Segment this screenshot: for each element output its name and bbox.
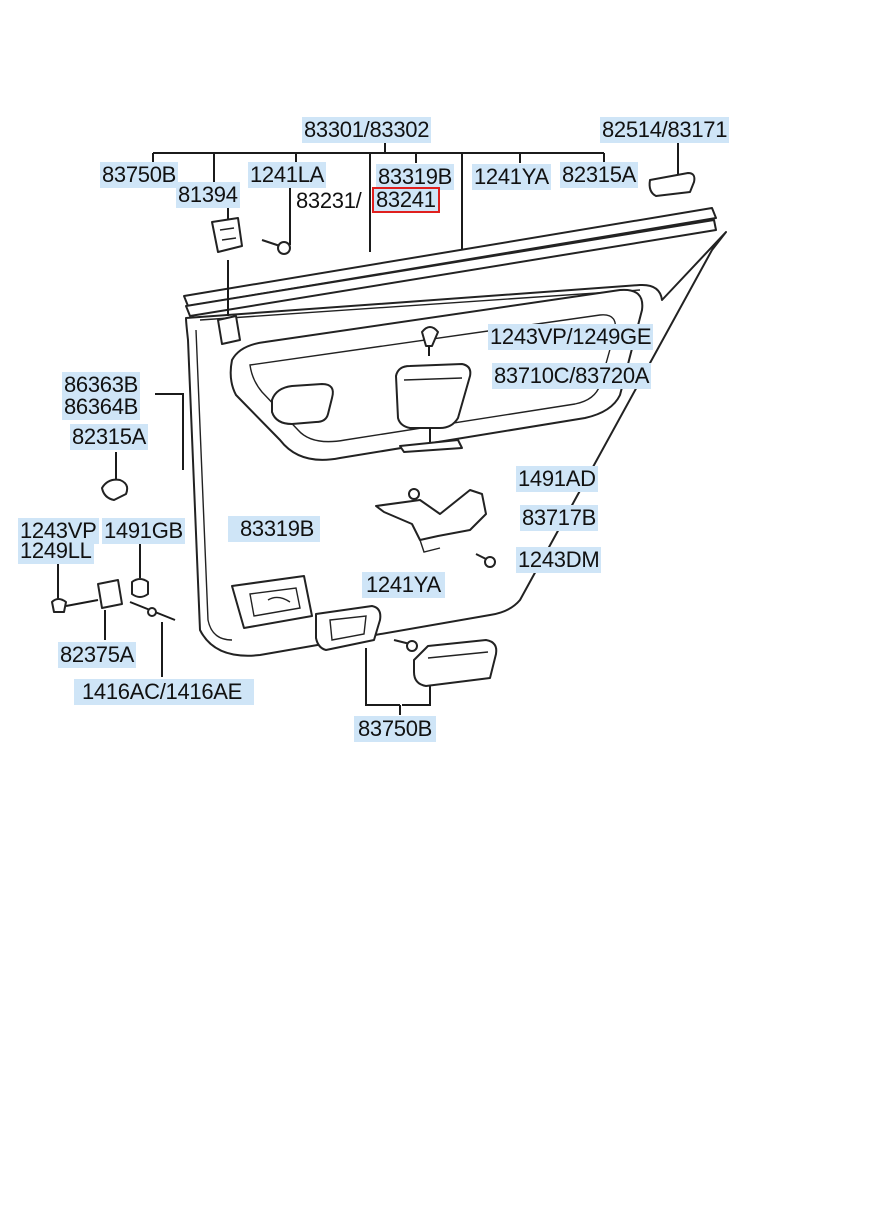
label-81394: 81394: [176, 182, 240, 208]
label-83301-83302: 83301/83302: [302, 117, 432, 143]
cover-part: [413, 639, 498, 687]
label-1241ya-top: 1241YA: [472, 164, 551, 190]
parts: [51, 172, 696, 687]
clip-part: [211, 217, 243, 253]
inside-handle-part: [315, 605, 382, 651]
fastener-part: [421, 326, 439, 347]
label-1491ad: 1491AD: [516, 466, 598, 492]
label-1249ll: 1249LL: [18, 538, 94, 564]
cap-part: [648, 172, 696, 197]
label-83231: 83231/: [296, 188, 362, 213]
label-1241la: 1241LA: [248, 162, 327, 188]
label-83717b: 83717B: [520, 505, 599, 531]
label-1491gb: 1491GB: [102, 518, 185, 544]
screw-part: [261, 239, 281, 247]
label-1243vp-1249ge: 1243VP/1249GE: [488, 324, 654, 350]
label-83750b-top: 83750B: [100, 162, 179, 188]
label-1416ac-1416ae: 1416AC/1416AE: [74, 679, 255, 705]
label-83319b-top: 83319B: [376, 164, 455, 190]
bracket-part: [375, 489, 487, 541]
label-82375a: 82375A: [58, 642, 137, 668]
label-86364b: 86364B: [62, 394, 141, 420]
label-82315a-top: 82315A: [560, 162, 639, 188]
label-1241ya-mid: 1241YA: [362, 572, 445, 598]
trim-clip-part: [101, 478, 129, 501]
label-82514-83171: 82514/83171: [600, 117, 730, 143]
label-1243dm: 1243DM: [516, 547, 602, 573]
label-83241-highlighted: 83241: [372, 187, 440, 213]
label-82315a-left: 82315A: [70, 424, 149, 450]
label-86363b: 86363B: [62, 372, 141, 398]
label-83710c-83720a: 83710C/83720A: [492, 363, 652, 389]
label-83750b-bottom: 83750B: [354, 716, 437, 742]
label-83319b-mid: 83319B: [228, 516, 321, 542]
